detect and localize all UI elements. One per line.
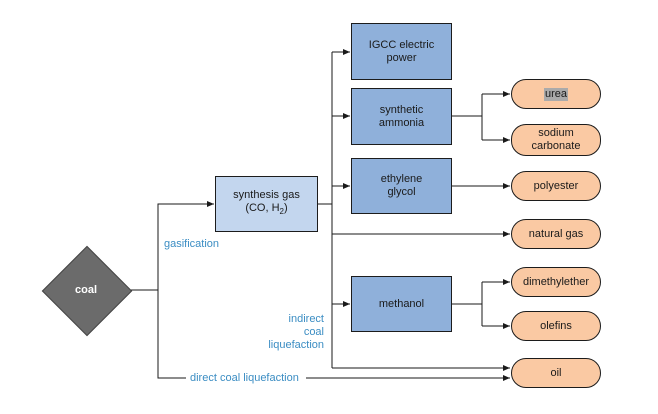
connector-coal-to-oil-direct: [157, 290, 186, 379]
product-dimethylether: dimethylether: [511, 267, 601, 297]
product-olefins: olefins: [511, 311, 601, 341]
coal-node: coal: [41, 245, 133, 337]
product-oil: oil: [511, 358, 601, 388]
process-igcc-power: IGCC electric power: [351, 23, 452, 80]
label-direct-coal-liquefaction: direct coal liquefaction: [190, 372, 299, 384]
process-methanol: methanol: [351, 276, 452, 332]
synthesis-gas-node: synthesis gas (CO, H2): [215, 176, 318, 232]
process-ammonia-label: synthetic ammonia: [378, 103, 425, 129]
synthesis-gas-formula-end: ): [284, 202, 288, 215]
product-sodium-carbonate: sodium carbonate: [511, 124, 601, 156]
process-igcc-label: IGCC electric power: [368, 38, 435, 64]
synthesis-gas-label: synthesis gas (CO, H2): [233, 189, 300, 218]
label-indirect-coal-liquefaction: indirect coal liquefaction: [268, 313, 324, 351]
product-dimethylether-label: dimethylether: [522, 275, 590, 288]
product-polyester-label: polyester: [533, 179, 579, 192]
product-urea: urea: [511, 79, 601, 109]
label-gasification: gasification: [164, 238, 220, 250]
product-oil-label: oil: [550, 366, 562, 379]
process-ethylene-glycol: ethylene glycol: [351, 158, 452, 214]
product-natural-gas: natural gas: [511, 219, 601, 249]
connector-coal-to-syngas: [157, 201, 214, 290]
synthesis-gas-line1: synthesis gas: [233, 189, 300, 202]
product-polyester: polyester: [511, 171, 601, 201]
product-sodium-carbonate-label: sodium carbonate: [531, 127, 581, 152]
product-olefins-label: olefins: [540, 319, 572, 332]
process-glycol-label: ethylene glycol: [380, 173, 423, 198]
product-natural-gas-label: natural gas: [528, 227, 584, 240]
synthesis-gas-subscript: 2: [279, 207, 284, 217]
synthesis-gas-formula: (CO, H: [245, 202, 280, 215]
coal-label: coal: [74, 284, 97, 296]
process-synthetic-ammonia: synthetic ammonia: [351, 88, 452, 145]
product-urea-label: urea: [543, 87, 569, 101]
process-methanol-label: methanol: [378, 297, 425, 310]
